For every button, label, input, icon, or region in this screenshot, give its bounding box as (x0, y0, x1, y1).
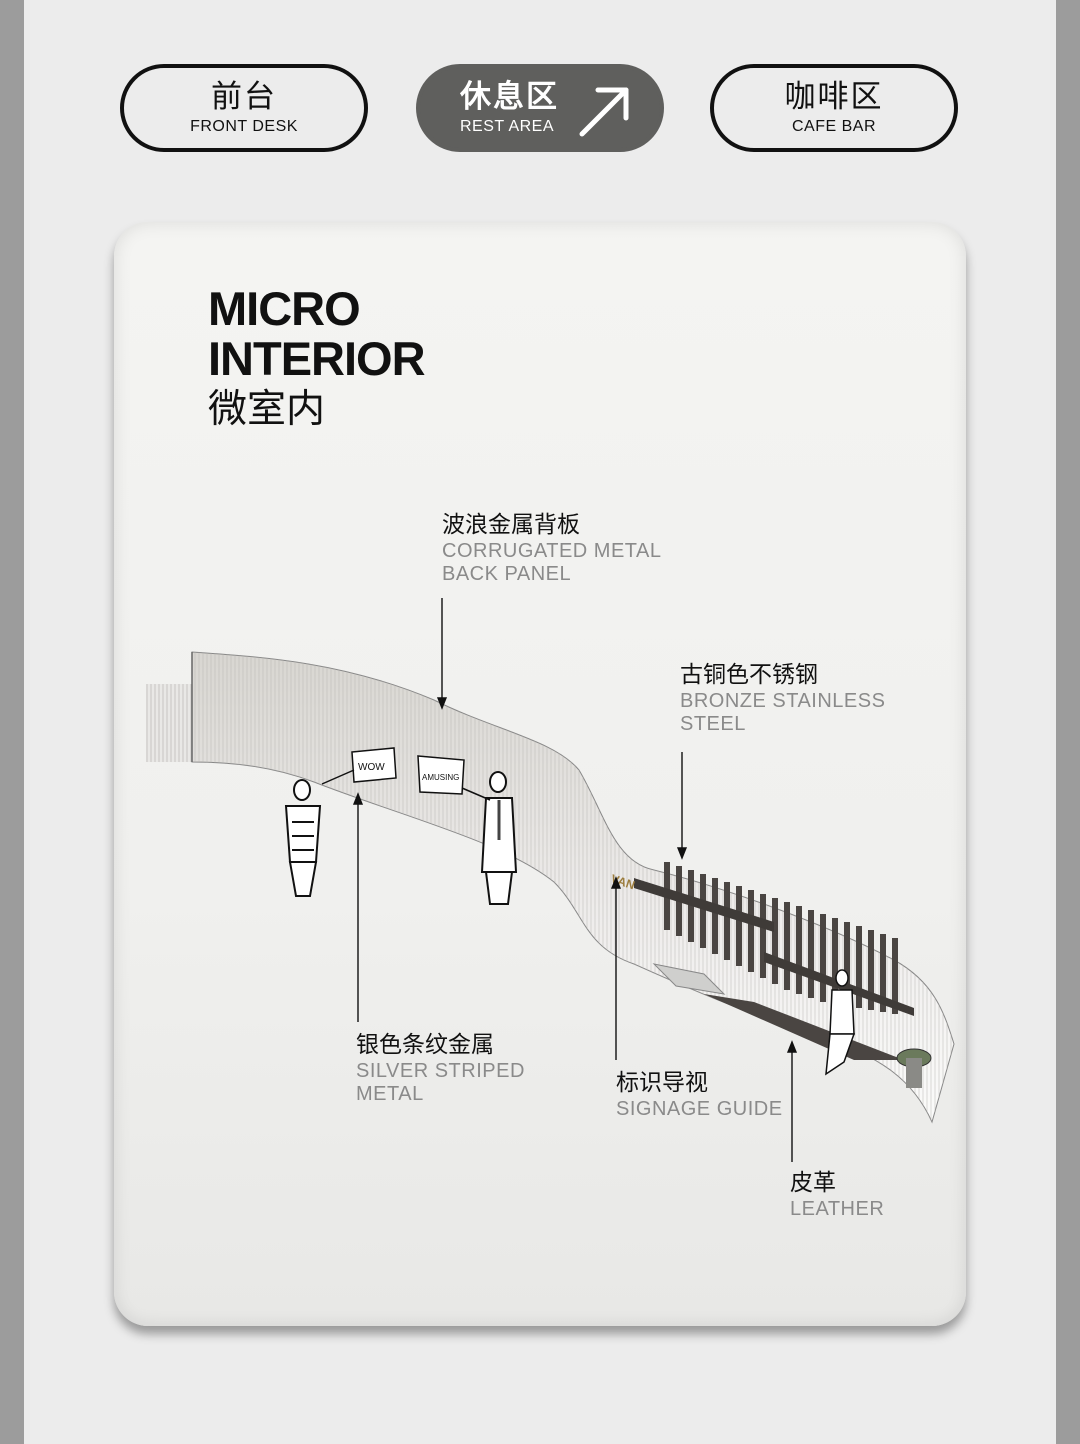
person-sitting (825, 969, 856, 1076)
nav-label-en: CAFE BAR (791, 118, 876, 135)
nav-rest-area[interactable]: 休息区 REST AREA (416, 64, 664, 152)
leather-bench (652, 963, 932, 1088)
label-en: SIGNAGE GUIDE (616, 1098, 783, 1120)
nav-front-desk[interactable]: 前台 FRONT DESK (120, 64, 368, 152)
card-title-en: MICRO INTERIOR (208, 282, 426, 385)
label-silver-striped: 银色条纹金属 SILVER STRIPED METAL (356, 1030, 525, 1106)
label-bronze-steel: 古铜色不锈钢 BRONZE STAINLESS STEEL (680, 660, 885, 736)
nav-cafe-bar[interactable]: 咖啡区 CAFE BAR (710, 64, 958, 152)
title-line-2: INTERIOR (208, 332, 426, 385)
silver-striped-panel (146, 684, 192, 762)
speech-bubble-amusing: AMUSING (417, 755, 491, 801)
card-title-zh: 微室内 (208, 387, 326, 432)
label-zh: 标识导视 (616, 1070, 708, 1096)
arrow-up-right-icon (579, 87, 629, 137)
label-en: CORRUGATED METAL (442, 540, 662, 562)
label-zh: 波浪金属背板 (442, 512, 580, 538)
title-line-1: MICRO (208, 282, 361, 335)
speech-bubble-wow: WOW (321, 747, 397, 785)
nav-label-zh: 休息区 (460, 79, 559, 115)
label-zh: 古铜色不锈钢 (680, 662, 818, 688)
label-en: BRONZE STAINLESS (680, 690, 886, 712)
person-right (480, 771, 518, 905)
nav-label-zh: 前台 (211, 79, 277, 115)
label-en: SILVER STRIPED (356, 1060, 525, 1082)
label-corrugated-metal: 波浪金属背板 CORRUGATED METAL BACK PANEL (442, 510, 662, 586)
interior-illustration: VAN (146, 598, 955, 1162)
nav-label-en: FRONT DESK (190, 118, 298, 135)
label-zh: 皮革 (790, 1170, 836, 1196)
label-en: BACK PANEL (442, 563, 572, 585)
nav-label-en: REST AREA (460, 118, 555, 135)
bubble-text-wow: WOW (358, 762, 385, 773)
rest-area-card: MICRO INTERIOR 微室内 (114, 222, 966, 1326)
page-background: 前台 FRONT DESK 休息区 REST AREA 咖啡区 CAFE BAR… (24, 0, 1056, 1444)
label-en: STEEL (680, 713, 746, 735)
callout-arrows (352, 598, 798, 1162)
bubble-text-amusing: AMUSING (422, 773, 459, 782)
label-signage-guide: 标识导视 SIGNAGE GUIDE (616, 1068, 783, 1121)
label-leather: 皮革 LEATHER (790, 1168, 884, 1221)
person-left (284, 779, 322, 897)
label-zh: 银色条纹金属 (356, 1032, 494, 1058)
label-en: METAL (356, 1083, 424, 1105)
bronze-stainless-fins (634, 862, 914, 1016)
nav-label-zh: 咖啡区 (784, 79, 884, 115)
label-en: LEATHER (790, 1198, 885, 1220)
